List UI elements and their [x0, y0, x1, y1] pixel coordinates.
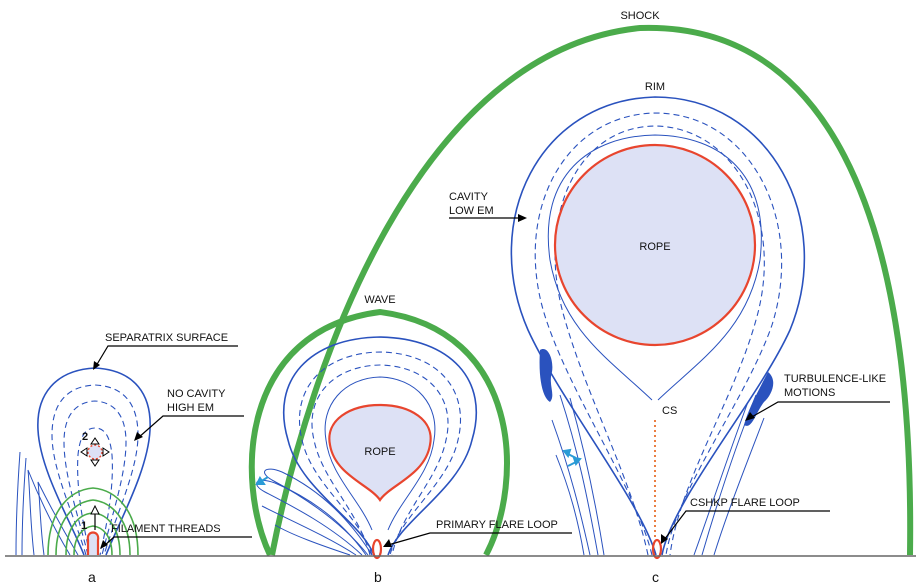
cshkp-pointer-head: [661, 534, 668, 544]
flux-rope-b: [328, 403, 432, 502]
separatrix-pointer-head: [93, 361, 100, 370]
cavity-contour-1: [534, 112, 783, 556]
flow-arrows-c: [562, 448, 582, 467]
cavity-label-line1: CAVITY: [449, 191, 489, 203]
wave-label: WAVE: [364, 294, 395, 306]
shock-label: SHOCK: [620, 10, 660, 22]
contour-b-1: [298, 351, 462, 556]
filament-threads-label: FILAMENT THREADS: [111, 523, 221, 535]
rope-b-label: ROPE: [364, 446, 395, 458]
cshkp-label: CSHKP FLARE LOOP: [690, 497, 800, 509]
no-cavity-pointer-head: [134, 432, 143, 441]
panel-c-group: SHOCK RIM CAVITY LOW EM ROPE CS TURBULEN…: [269, 10, 914, 560]
primary-flare-loop-label: PRIMARY FLARE LOOP: [436, 519, 558, 531]
flow-arrows-b: [255, 476, 269, 485]
shock-front: [269, 24, 914, 556]
separatrix-b: [282, 336, 478, 556]
panel-b-group: WAVE ROPE PRIMARY FLARE LOOP: [248, 294, 572, 560]
cavity-contour-3: [547, 134, 762, 401]
streamer-lines-c-left: [551, 394, 605, 556]
separatrix-pointer: [95, 345, 238, 367]
cavity-label-line2: LOW EM: [449, 205, 494, 217]
cshkp-flare-loop: [651, 538, 663, 560]
contour-b-3: [324, 376, 436, 531]
contour-a-3: [77, 427, 113, 556]
turbulence-pointer-head: [745, 412, 755, 421]
turbulence-label-line2: MOTIONS: [784, 387, 835, 399]
cshkp-pointer: [663, 510, 830, 541]
turbulence-label-line1: TURBULENCE-LIKE: [784, 373, 886, 385]
filament-threads-pointer: [103, 536, 252, 547]
ascent-arrow-head: [90, 504, 100, 515]
marker-1: 1: [81, 520, 87, 532]
primary-flare-pointer: [387, 532, 572, 546]
cs-label: CS: [662, 405, 677, 417]
marker-arrows: [80, 437, 110, 467]
flux-rope-c: [553, 143, 757, 347]
separatrix-label: SEPARATRIX SURFACE: [105, 332, 228, 344]
panel-label-b: b: [374, 569, 382, 585]
filament: [86, 531, 100, 555]
rope-c-label: ROPE: [639, 241, 670, 253]
panel-label-a: a: [88, 569, 96, 585]
contour-b-2: [311, 364, 449, 556]
wave-front: [248, 308, 510, 557]
panel-a-group: 2 1 SEPARATRIX SURFACE NO CAVITY HIGH EM…: [15, 332, 252, 556]
panel-label-c: c: [652, 569, 659, 585]
marker-2: 2: [82, 431, 88, 443]
turbulence-pointer: [749, 401, 890, 419]
contour-a-2: [63, 400, 127, 556]
cavity-pointer-head: [518, 214, 527, 222]
filament-threads-pointer-head: [100, 540, 108, 549]
rim-outline: [510, 96, 806, 556]
no-cavity-label-line1: NO CAVITY: [167, 388, 226, 400]
rim-label: RIM: [645, 81, 665, 93]
no-cavity-label-line2: HIGH EM: [167, 402, 214, 414]
turbulence-blob-right: [744, 372, 774, 426]
turbulence-blob-left: [539, 349, 553, 402]
streamer-lines-b: [256, 468, 373, 556]
primary-flare-pointer-head: [383, 539, 392, 547]
no-cavity-pointer: [137, 415, 244, 439]
contour-a-1: [51, 384, 139, 556]
primary-flare-loop: [371, 538, 383, 560]
rope-marker: [87, 444, 103, 460]
cavity-contour-2: [554, 125, 765, 556]
